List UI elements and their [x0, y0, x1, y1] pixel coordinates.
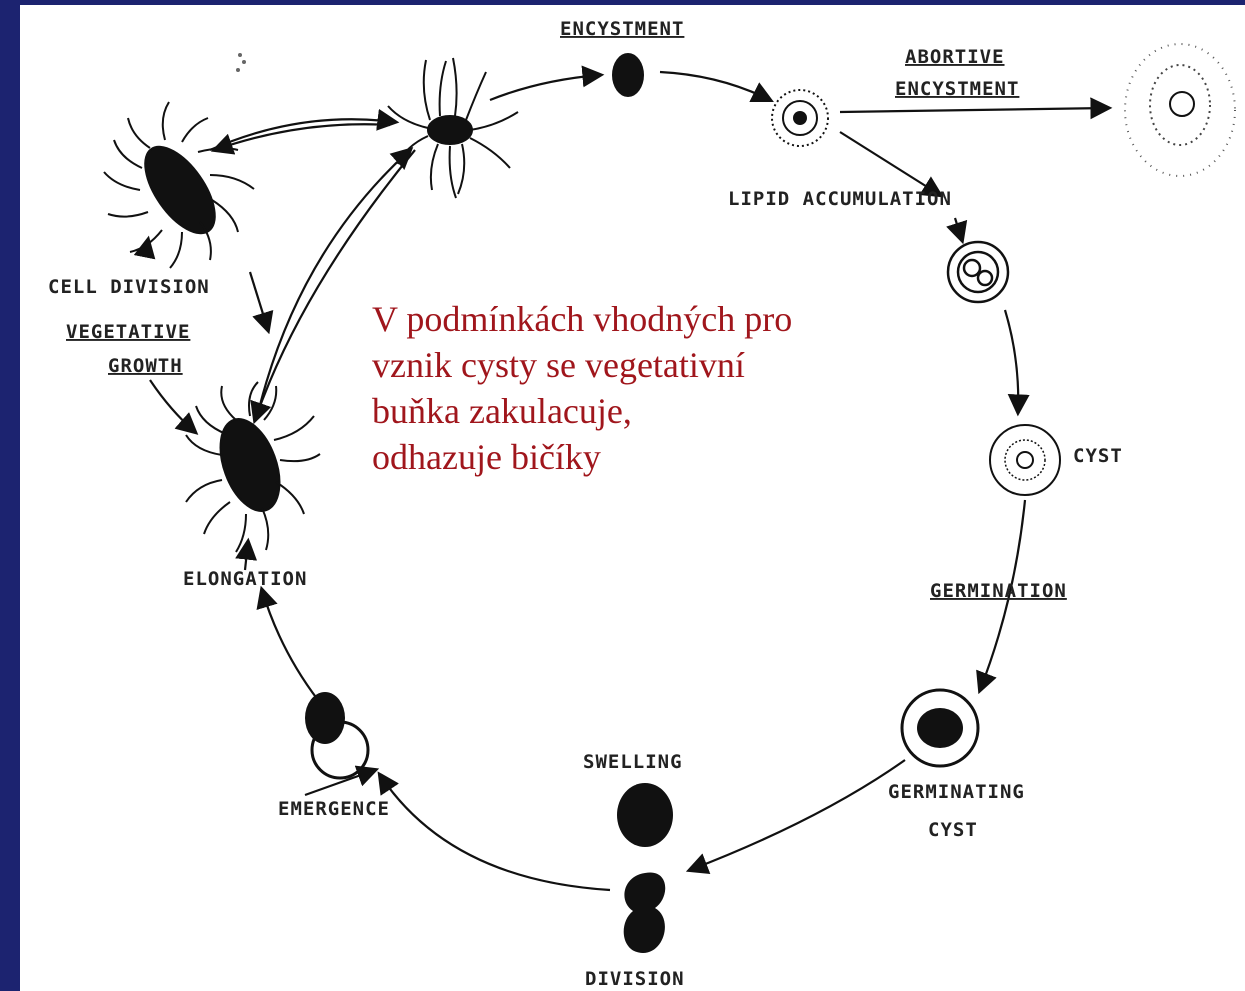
label-germinating: GERMINATING — [888, 781, 1025, 803]
encysting-cell — [612, 53, 644, 97]
caption-line-2: vznik cysty se vegetativní — [372, 342, 972, 388]
caption-line-4: odhazuje bičíky — [372, 434, 972, 480]
early-cyst — [772, 90, 828, 146]
label-division: DIVISION — [585, 968, 685, 990]
mature-cyst — [990, 425, 1060, 495]
label-encystment: ENCYSTMENT — [560, 18, 684, 40]
label-abortive-1: ABORTIVE — [905, 46, 1005, 68]
germinating-cyst — [902, 690, 978, 766]
flagellated-cell-top — [388, 58, 518, 198]
label-swelling: SWELLING — [583, 751, 683, 773]
label-elongation: ELONGATION — [183, 568, 307, 590]
label-lipid-accumulation: LIPID ACCUMULATION — [728, 188, 952, 210]
vegetative-cell-lower — [186, 382, 320, 552]
label-abortive-2: ENCYSTMENT — [895, 78, 1019, 100]
swelling-cell — [617, 783, 673, 847]
label-germinating-cyst: CYST — [928, 819, 978, 841]
label-vegetative: VEGETATIVE — [66, 321, 190, 343]
label-cell-division: CELL DIVISION — [48, 276, 210, 298]
emerging-cell — [305, 692, 368, 778]
vegetative-cell-upper — [104, 102, 254, 268]
label-growth: GROWTH — [108, 355, 183, 377]
caption-text: V podmínkách vhodných pro vznik cysty se… — [372, 296, 972, 480]
label-cyst: CYST — [1073, 445, 1123, 467]
abortive-cyst — [1125, 44, 1235, 176]
caption-line-1: V podmínkách vhodných pro — [372, 296, 972, 342]
lipid-cyst — [948, 242, 1008, 302]
caption-line-3: buňka zakulacuje, — [372, 388, 972, 434]
stray-mark — [236, 53, 246, 72]
dividing-cell — [624, 872, 666, 953]
label-emergence: EMERGENCE — [278, 798, 390, 820]
label-germination: GERMINATION — [930, 580, 1067, 602]
